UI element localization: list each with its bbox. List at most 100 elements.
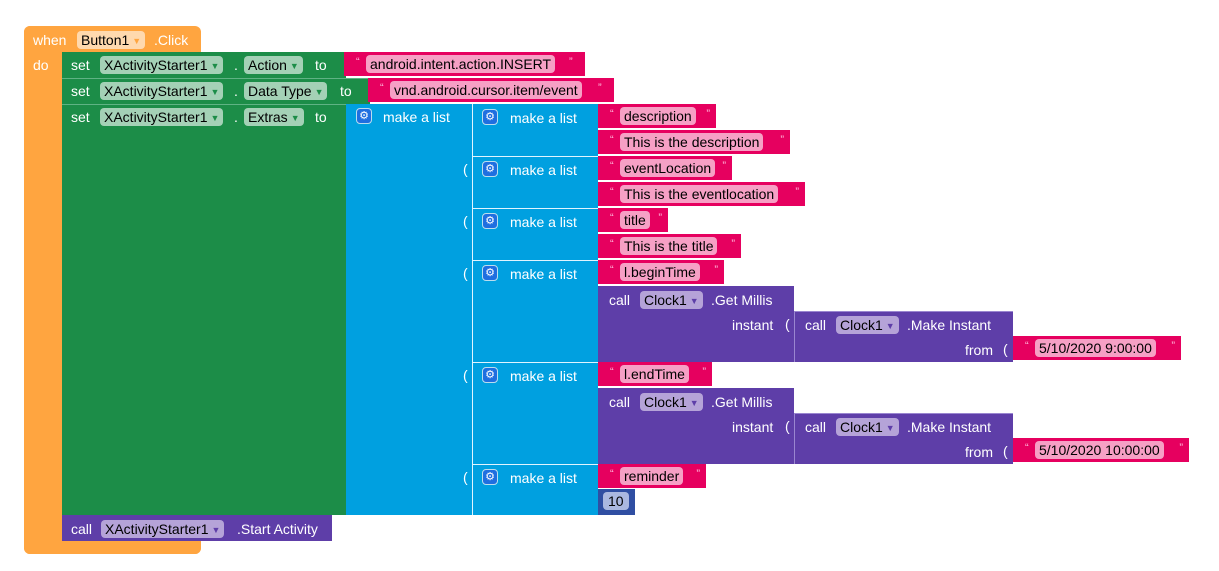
gear-icon[interactable]: ⚙: [482, 367, 498, 383]
socket-paren-icon: (: [785, 418, 790, 434]
dropdown-arrow-icon: ▼: [289, 61, 299, 71]
number-value[interactable]: 10: [603, 492, 629, 510]
call-make-instant-block[interactable]: [794, 311, 1013, 362]
text-value[interactable]: 5/10/2020 9:00:00: [1035, 339, 1156, 357]
text-block-value[interactable]: “This is the description”: [598, 130, 790, 154]
call-make-instant-block[interactable]: [794, 413, 1013, 464]
text-value[interactable]: title: [620, 211, 650, 229]
close-quote-icon: ”: [706, 108, 710, 120]
text-block-value[interactable]: “ This is the eventlocation ”: [598, 182, 805, 206]
open-quote-icon: “: [1025, 340, 1029, 352]
dropdown-arrow-icon: ▼: [290, 113, 300, 123]
gear-icon[interactable]: ⚙: [482, 213, 498, 229]
from-label: from: [965, 342, 993, 358]
make-a-list-label: make a list: [510, 368, 577, 384]
text-block-action[interactable]: “ android.intent.action.INSERT ”: [344, 52, 585, 76]
text-value[interactable]: 5/10/2020 10:00:00: [1035, 441, 1164, 459]
text-block-value[interactable]: “This is the title”: [598, 234, 741, 258]
open-quote-icon: “: [610, 264, 614, 276]
text-value[interactable]: l.endTime: [620, 365, 689, 383]
set-label: set: [71, 57, 90, 73]
call-label: call: [71, 521, 93, 537]
set-extras-block[interactable]: [62, 104, 346, 515]
property-name: Extras: [248, 109, 288, 125]
text-block-datatype[interactable]: “ vnd.android.cursor.item/event ”: [368, 78, 614, 102]
make-a-list-label: make a list: [510, 110, 577, 126]
component-dropdown[interactable]: XActivityStarter1▼: [100, 56, 224, 74]
close-quote-icon: ”: [598, 82, 602, 94]
when-label: when: [33, 32, 67, 48]
number-block[interactable]: 10: [598, 489, 635, 515]
call-label: call: [805, 419, 827, 435]
outer-make-a-list-block[interactable]: [346, 104, 472, 515]
dropdown-arrow-icon: ▼: [885, 423, 895, 433]
text-value[interactable]: description: [620, 107, 696, 125]
text-value[interactable]: l.beginTime: [620, 263, 700, 281]
socket-paren-icon: (: [1003, 443, 1008, 459]
button1-dropdown[interactable]: Button1▼: [77, 31, 146, 49]
socket-paren-icon: (: [463, 213, 468, 229]
socket-paren-icon: (: [463, 265, 468, 281]
clock-dropdown[interactable]: Clock1▼: [836, 316, 899, 334]
component-name: XActivityStarter1: [104, 83, 208, 99]
text-block-key[interactable]: “l.endTime”: [598, 362, 712, 386]
close-quote-icon: ”: [1171, 340, 1175, 352]
open-quote-icon: “: [356, 56, 360, 68]
text-value[interactable]: reminder: [620, 467, 684, 485]
text-block-key[interactable]: “ description ”: [598, 104, 716, 128]
text-block-from[interactable]: “ 5/10/2020 9:00:00 ”: [1013, 336, 1181, 360]
gear-icon[interactable]: ⚙: [482, 265, 498, 281]
clock-dropdown[interactable]: Clock1▼: [836, 418, 899, 436]
close-quote-icon: ”: [1179, 442, 1183, 454]
dropdown-arrow-icon: ▼: [132, 36, 142, 46]
text-value[interactable]: This is the eventlocation: [620, 185, 779, 203]
clock-dropdown[interactable]: Clock1▼: [640, 393, 703, 411]
dropdown-arrow-icon: ▼: [689, 296, 699, 306]
text-value[interactable]: This is the title: [620, 237, 718, 255]
socket-paren-icon: (: [1003, 341, 1008, 357]
close-quote-icon: ”: [658, 212, 662, 224]
property-dropdown[interactable]: Action▼: [244, 56, 303, 74]
text-value[interactable]: android.intent.action.INSERT: [366, 55, 556, 73]
component-name: Button1: [81, 32, 130, 48]
dot: .: [234, 109, 238, 125]
text-value[interactable]: This is the description: [620, 133, 764, 151]
to-label: to: [315, 57, 327, 73]
property-dropdown[interactable]: Data Type▼: [244, 82, 328, 100]
method-name: .Make Instant: [907, 419, 992, 435]
text-block-key[interactable]: “reminder”: [598, 464, 706, 488]
open-quote-icon: “: [610, 186, 614, 198]
property-dropdown[interactable]: Extras▼: [244, 108, 304, 126]
component-dropdown[interactable]: XActivityStarter1▼: [100, 108, 224, 126]
gear-icon[interactable]: ⚙: [482, 161, 498, 177]
from-label: from: [965, 444, 993, 460]
component-dropdown[interactable]: XActivityStarter1▼: [100, 82, 224, 100]
component-name: XActivityStarter1: [104, 109, 208, 125]
make-a-list-label: make a list: [383, 109, 450, 125]
dropdown-arrow-icon: ▼: [210, 113, 220, 123]
gear-icon[interactable]: ⚙: [356, 108, 372, 124]
gear-icon[interactable]: ⚙: [482, 469, 498, 485]
text-block-key[interactable]: “l.beginTime”: [598, 260, 724, 284]
method-name: .Start Activity: [237, 521, 318, 537]
text-value[interactable]: eventLocation: [620, 159, 716, 177]
open-quote-icon: “: [380, 82, 384, 94]
component-name: Clock1: [644, 394, 687, 410]
close-quote-icon: ”: [780, 134, 784, 146]
call-label: call: [805, 317, 827, 333]
text-block-key[interactable]: “eventLocation”: [598, 156, 732, 180]
text-block-from[interactable]: “5/10/2020 10:00:00”: [1013, 438, 1189, 462]
set-label: set: [71, 109, 90, 125]
open-quote-icon: “: [610, 212, 614, 224]
text-block-key[interactable]: “ title ”: [598, 208, 668, 232]
property-name: Data Type: [248, 83, 312, 99]
text-value[interactable]: vnd.android.cursor.item/event: [390, 81, 582, 99]
open-quote-icon: “: [610, 160, 614, 172]
close-quote-icon: ”: [795, 186, 799, 198]
open-quote-icon: “: [610, 108, 614, 120]
gear-icon[interactable]: ⚙: [482, 109, 498, 125]
component-dropdown[interactable]: XActivityStarter1▼: [101, 520, 225, 538]
clock-dropdown[interactable]: Clock1▼: [640, 291, 703, 309]
dropdown-arrow-icon: ▼: [211, 525, 221, 535]
method-name: .Get Millis: [711, 292, 773, 308]
